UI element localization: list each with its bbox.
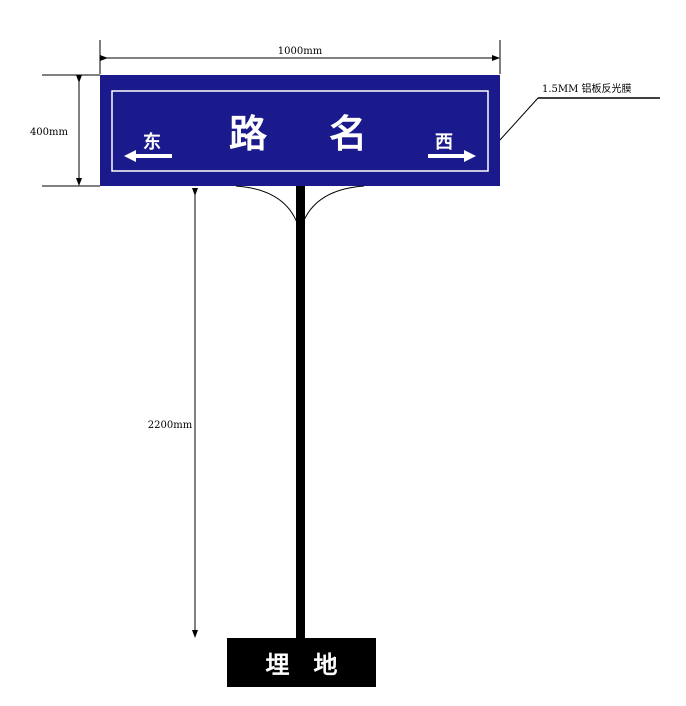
pole-height-label: 2200mm bbox=[148, 420, 193, 431]
direction-right-label: 西 bbox=[435, 132, 453, 153]
arrow-right-icon bbox=[428, 150, 476, 162]
height-label: 400mm bbox=[30, 127, 69, 138]
sign-panel: 路 名 东 西 bbox=[100, 75, 500, 186]
material-label: 1.5MM 铝板反光膜 bbox=[542, 82, 632, 95]
sign-pole bbox=[296, 186, 305, 638]
height-dimension: 400mm bbox=[30, 74, 100, 187]
road-name-left: 路 bbox=[229, 112, 268, 156]
base-label: 埋 地 bbox=[266, 651, 338, 679]
width-dimension: 1000mm bbox=[99, 40, 501, 74]
pole-height-dimension: 2200mm bbox=[148, 188, 198, 638]
ground-base: 埋 地 bbox=[227, 638, 376, 687]
direction-left-label: 东 bbox=[143, 131, 161, 153]
width-label: 1000mm bbox=[278, 46, 323, 57]
arrow-left-icon bbox=[124, 150, 172, 162]
road-name-right: 名 bbox=[329, 112, 367, 156]
material-callout: 1.5MM 铝板反光膜 bbox=[499, 82, 660, 141]
